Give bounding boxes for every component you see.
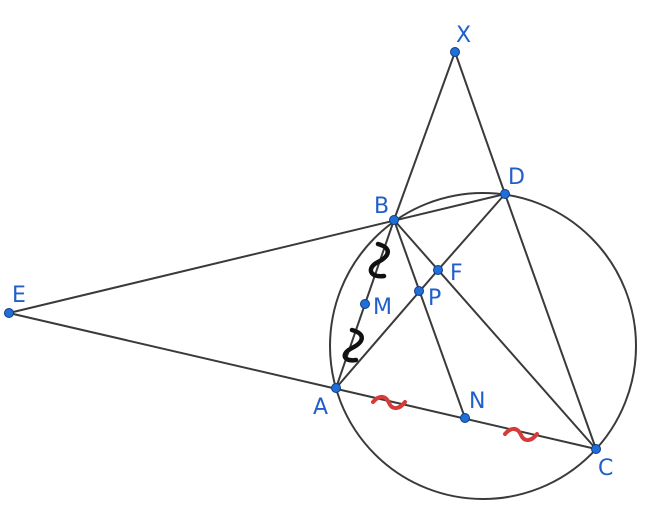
equal-mark-MA — [342, 327, 364, 363]
point-F — [433, 265, 443, 275]
label-A: A — [313, 395, 328, 420]
point-N — [460, 413, 470, 423]
segment-DC — [504, 193, 597, 450]
label-X: X — [456, 23, 471, 48]
point-B — [389, 215, 399, 225]
point-P — [414, 286, 424, 296]
segment-BC — [393, 219, 597, 450]
label-N: N — [469, 389, 485, 414]
label-C: C — [598, 456, 613, 481]
equal-mark-BM — [368, 241, 390, 279]
equal-mark-NC — [503, 426, 539, 443]
point-A — [331, 383, 341, 393]
point-C — [591, 444, 601, 454]
segment-FD — [437, 193, 506, 271]
label-F: F — [450, 261, 463, 286]
segment-XB — [393, 51, 456, 221]
point-M — [360, 299, 370, 309]
label-E: E — [12, 283, 26, 308]
segment-EC — [8, 312, 597, 450]
point-D — [500, 189, 510, 199]
label-B: B — [374, 194, 389, 219]
label-M: M — [373, 295, 392, 320]
segment-ED — [8, 193, 506, 314]
equal-mark-AN — [371, 394, 407, 411]
label-D: D — [508, 165, 525, 190]
circumcircle — [329, 192, 637, 500]
segment-XD — [454, 51, 506, 195]
point-E — [4, 308, 14, 318]
point-X — [450, 47, 460, 57]
segment-BN — [393, 219, 466, 419]
label-P: P — [428, 286, 441, 311]
